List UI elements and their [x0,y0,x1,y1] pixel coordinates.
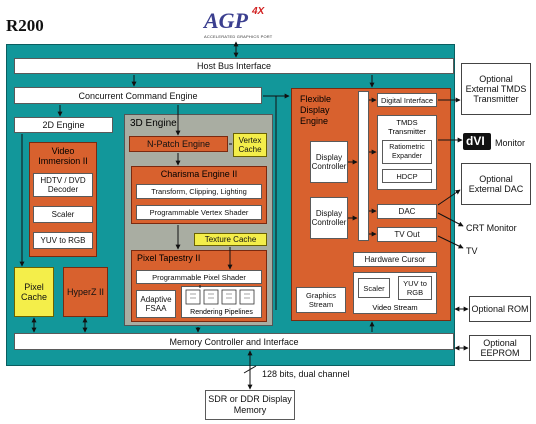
digital-interface: Digital Interface [377,93,437,107]
hyperz-ii: HyperZ II [63,267,108,317]
optional-eeprom: Optional EEPROM [469,335,531,361]
pipeline-4 [239,289,255,305]
optional-rom: Optional ROM [469,296,531,322]
adaptive-fsaa: Adaptive FSAA [136,290,176,318]
diagram-title: R200 [6,16,44,35]
tv-label: TV [466,246,478,256]
dac: DAC [377,204,437,219]
video-stream-label: Video Stream [372,303,418,312]
dvi-logo: dVI [463,133,491,150]
hdtv-dvd-decoder: HDTV / DVD Decoder [33,173,93,197]
n-patch-engine: N-Patch Engine [129,136,228,152]
display-controller-2: Display Controller [310,197,348,239]
charisma-engine-title: Charisma Engine II [160,169,238,179]
display-controller-1: Display Controller [310,141,348,183]
host-bus-interface: Host Bus Interface [14,58,454,74]
programmable-vertex-shader: Programmable Vertex Shader [136,205,262,220]
rendering-pipelines-label: Rendering Pipelines [190,308,253,316]
programmable-pixel-shader: Programmable Pixel Shader [136,270,262,284]
agp-logo: AGP 4X ACCELERATED GRAPHICS PORT [204,6,272,40]
display-crossbar [358,91,369,241]
pipeline-1 [185,289,201,305]
stream-scaler: Scaler [358,278,390,298]
memory-controller-interface: Memory Controller and Interface [14,333,454,350]
flexible-display-engine-title: Flexible Display Engine [300,94,332,126]
video-scaler: Scaler [33,206,93,223]
pipeline-icons [185,289,255,305]
agp-logo-superscript: 4X [252,6,265,17]
tv-out: TV Out [377,227,437,242]
vertex-cache: Vertex Cache [233,133,267,157]
transform-clipping-lighting: Transform, Clipping, Lighting [136,184,262,199]
2d-engine: 2D Engine [14,117,113,133]
stream-yuv-to-rgb: YUV to RGB [398,276,432,300]
graphics-stream: Graphics Stream [296,287,346,313]
3d-engine-title: 3D Engine [130,118,177,129]
hdcp: HDCP [382,169,432,183]
crt-monitor-label: CRT Monitor [466,223,517,233]
texture-cache: Texture Cache [194,233,267,246]
optional-external-dac: Optional External DAC [461,163,531,205]
dac-to-ext-dac [437,189,461,206]
dvi-monitor-label: Monitor [495,138,526,148]
bus-width-tick [243,365,257,374]
display-memory: SDR or DDR Display Memory [205,390,295,420]
pipeline-2 [203,289,219,305]
concurrent-command-engine: Concurrent Command Engine [14,87,262,104]
tmds-transmitter: TMDS Transmitter [388,118,426,136]
agp-logo-tagline: ACCELERATED GRAPHICS PORT [204,34,273,39]
dvi-logo-text: dVI [466,134,485,148]
pixel-tapestry-title: Pixel Tapestry II [137,253,201,263]
pixel-cache: Pixel Cache [14,267,54,317]
hardware-cursor: Hardware Cursor [353,252,437,267]
pipeline-3 [221,289,237,305]
dac-to-crt [437,212,464,227]
optional-tmds-transmitter: Optional External TMDS Transmitter [461,63,531,115]
agp-logo-text: AGP [204,8,248,33]
bus-width-note: 128 bits, dual channel [262,369,350,379]
video-yuv-to-rgb: YUV to RGB [33,232,93,249]
ratiometric-expander: Ratiometric Expander [382,140,432,164]
pipeline-icon-marks [190,293,250,299]
tvout-to-tv [437,235,464,249]
video-immersion-title: Video Immersion II [38,146,88,166]
